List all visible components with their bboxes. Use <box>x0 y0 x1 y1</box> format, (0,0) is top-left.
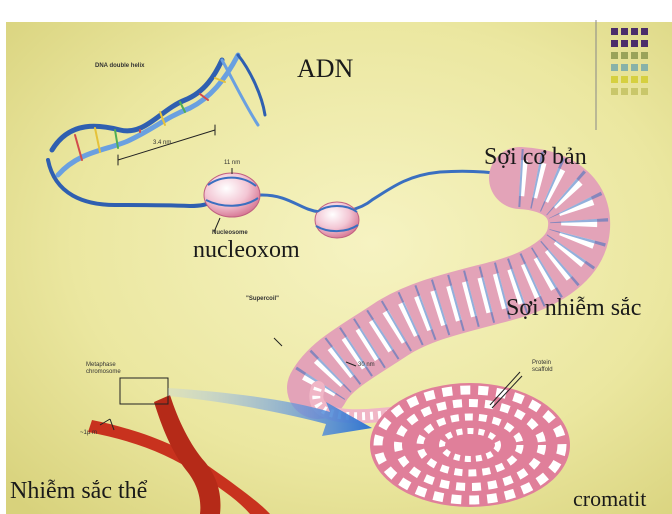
label-metaphase-2: chromosome <box>86 369 121 375</box>
decor-dot <box>641 28 648 35</box>
label-um: ~1µ m <box>80 430 97 436</box>
decor-dot <box>621 52 628 59</box>
decor-dot <box>621 64 628 71</box>
label-protein-2: scaffold <box>532 367 553 373</box>
label-metaphase-1: Metaphase <box>86 362 116 368</box>
label-nhiem-sac-the: Nhiễm sắc thể <box>10 478 147 505</box>
decor-dot <box>611 52 618 59</box>
decor-dot <box>641 40 648 47</box>
decor-dot <box>611 40 618 47</box>
decor-dot <box>631 64 638 71</box>
decor-dot <box>611 76 618 83</box>
decor-dot <box>631 88 638 95</box>
label-30nm: 30 nm <box>358 362 375 368</box>
decor-dot <box>631 28 638 35</box>
decor-dot <box>641 88 648 95</box>
decor-dot <box>641 76 648 83</box>
decor-dot <box>631 40 638 47</box>
decor-dot <box>611 64 618 71</box>
label-nucleosome: Nucleosome <box>212 230 248 236</box>
label-dna-double-helix: DNA double helix <box>95 63 144 69</box>
label-supercoil: "Supercoil" <box>246 296 279 302</box>
decor-dot <box>631 52 638 59</box>
label-helix-width: 3.4 nm <box>153 140 171 146</box>
decor-dot <box>641 64 648 71</box>
label-protein-1: Protein <box>532 360 551 366</box>
decor-dot <box>611 28 618 35</box>
decor-dot <box>641 52 648 59</box>
decor-dot <box>631 76 638 83</box>
decor-dot <box>621 76 628 83</box>
label-cromatit: cromatit <box>573 486 646 512</box>
label-11nm: 11 nm <box>224 160 240 166</box>
decor-dot <box>621 28 628 35</box>
label-soi-co-ban: Sợi cơ bản <box>484 144 587 171</box>
label-soi-nhiem-sac: Sợi nhiễm sắc <box>506 295 641 322</box>
decor-dot <box>611 88 618 95</box>
label-adn: ADN <box>297 54 353 84</box>
label-nucleoxom: nucleoxom <box>193 237 300 264</box>
nucleosome-2 <box>315 202 359 238</box>
decor-dot <box>621 40 628 47</box>
decor-dot <box>621 88 628 95</box>
